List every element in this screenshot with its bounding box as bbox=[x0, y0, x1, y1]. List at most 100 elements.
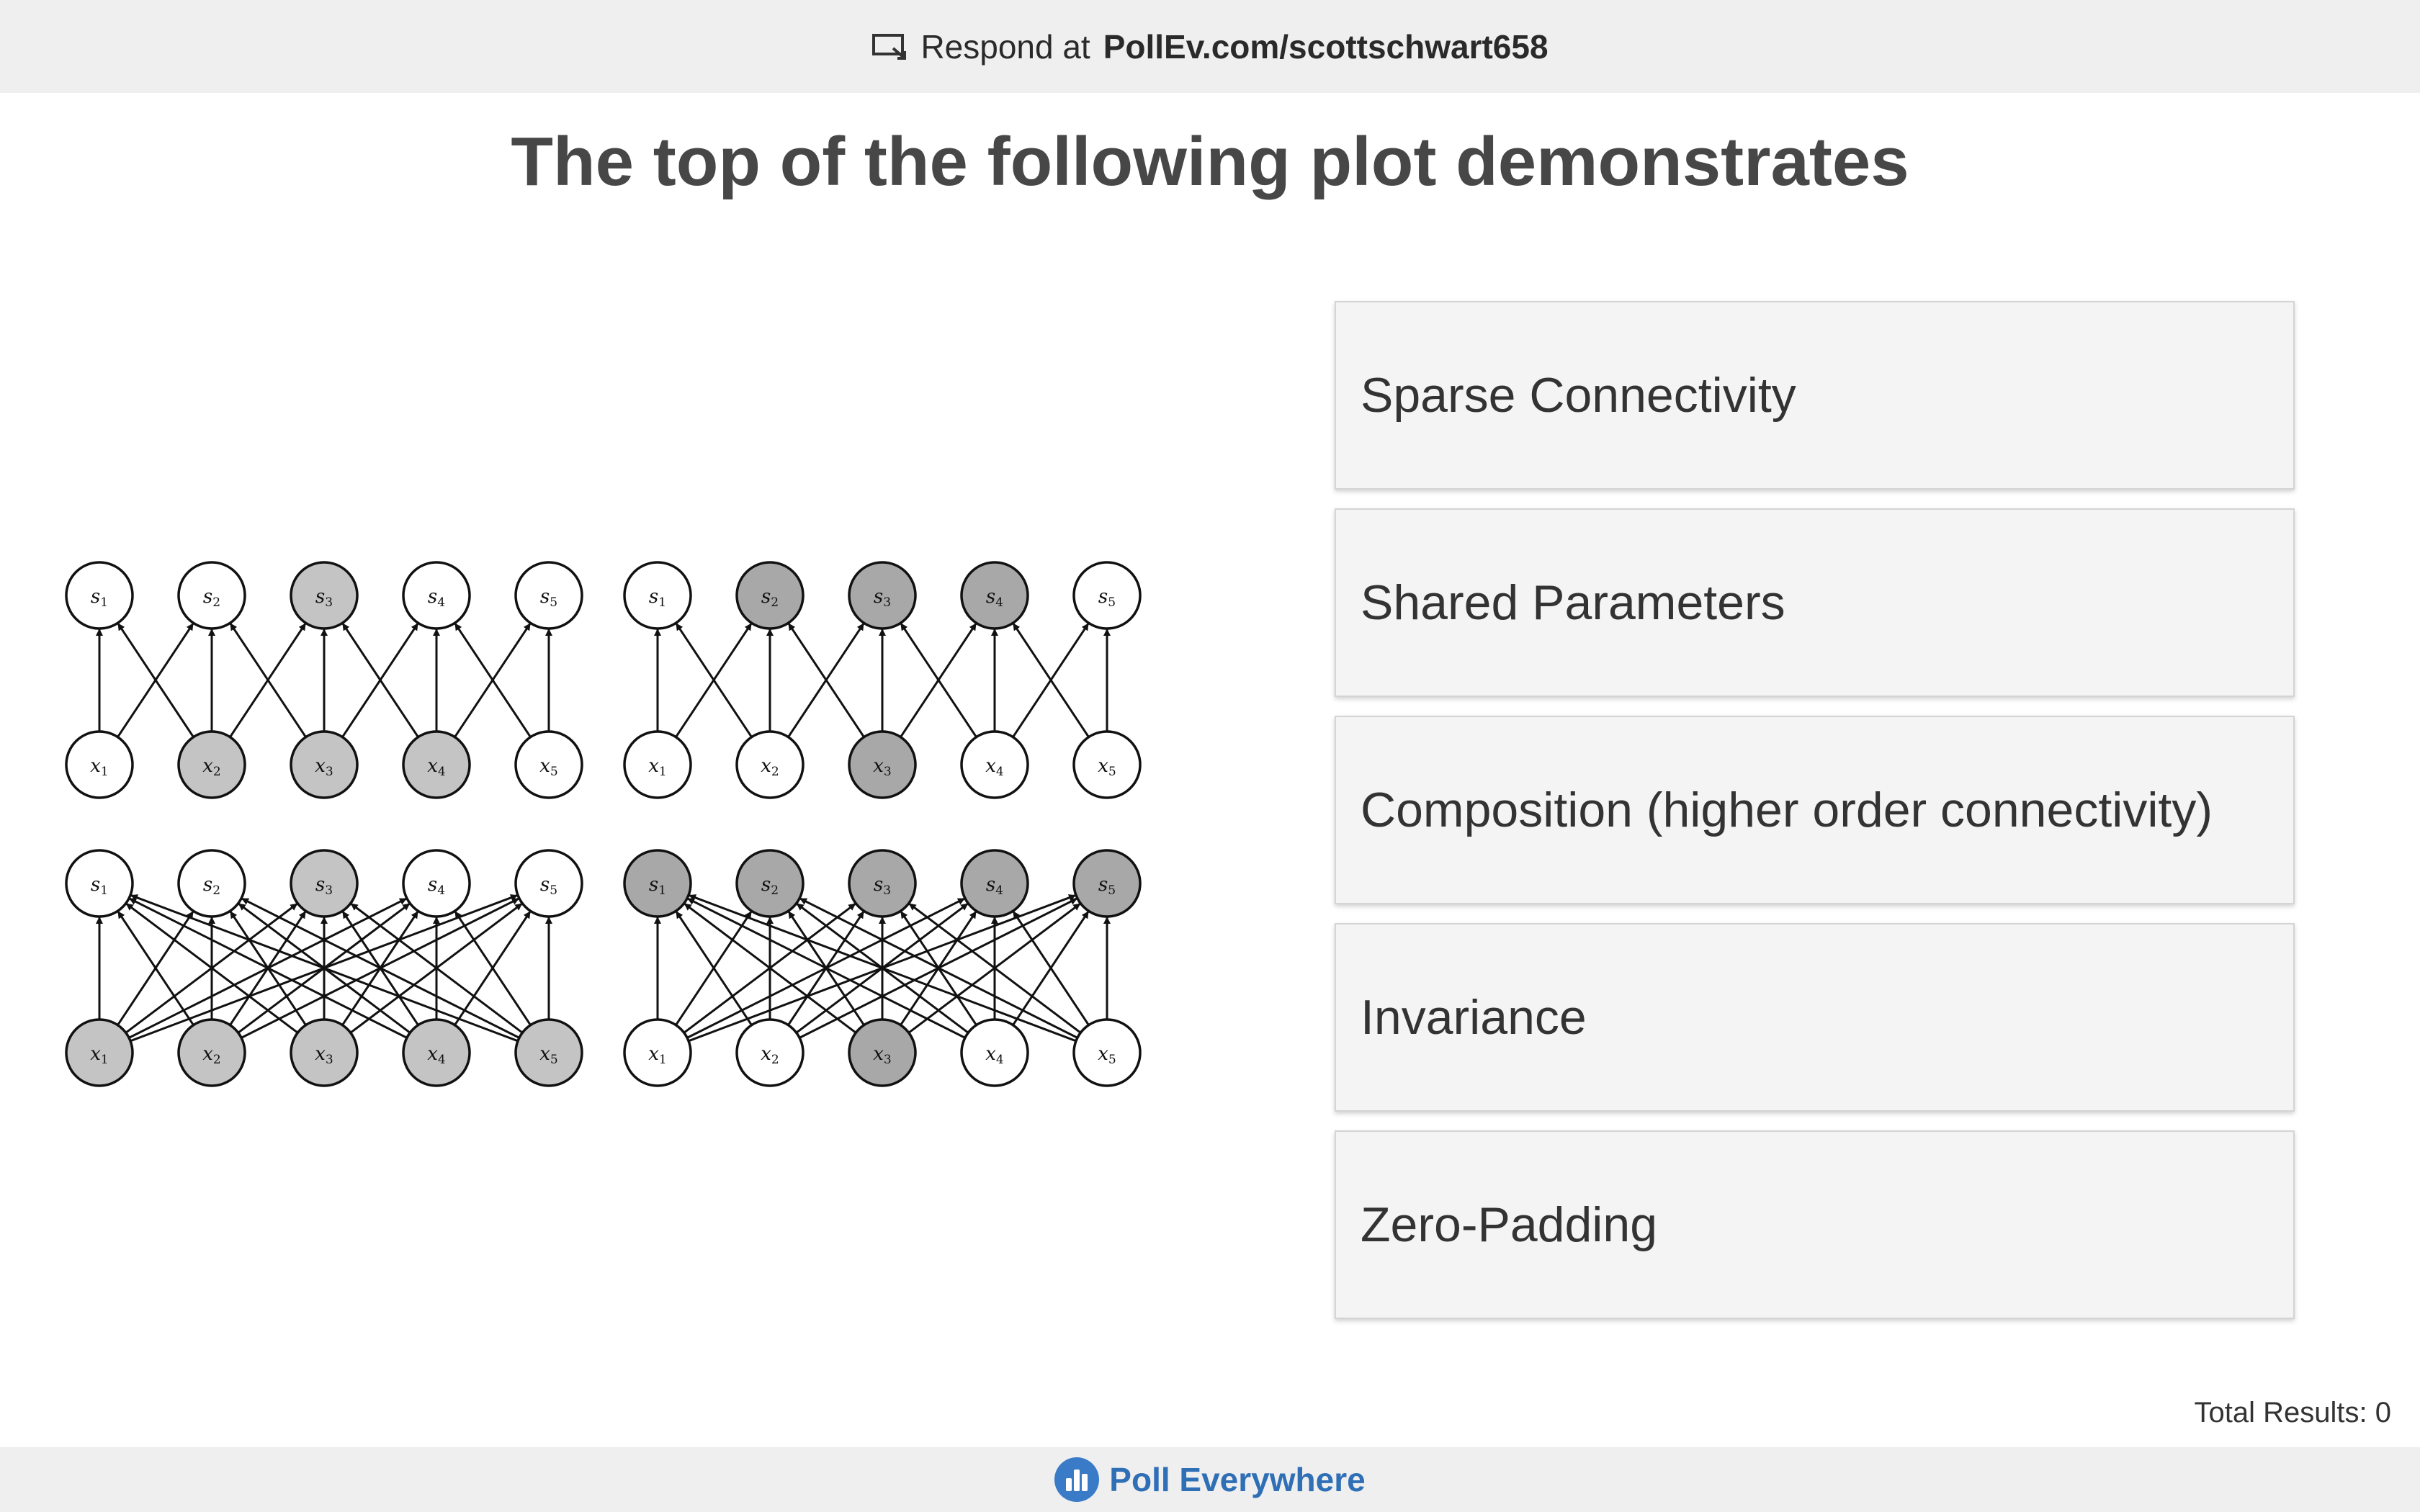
node-x4 bbox=[402, 1018, 471, 1087]
node-x2 bbox=[177, 1018, 246, 1087]
node-label-s1: s1 bbox=[91, 874, 108, 898]
edge-x4-to-s1 bbox=[129, 897, 408, 1039]
node-label-s2: s2 bbox=[203, 586, 220, 610]
node-s3 bbox=[290, 849, 359, 918]
node-label-x1: x1 bbox=[648, 1043, 667, 1067]
node-x3 bbox=[848, 1018, 917, 1087]
node-label-s1: s1 bbox=[649, 586, 666, 610]
edge-x2-to-s1 bbox=[117, 623, 194, 738]
node-label-x5: x5 bbox=[539, 1043, 558, 1067]
top-bar: Respond at PollEv.com/scottschwart658 bbox=[0, 0, 2420, 93]
node-label-x4: x4 bbox=[427, 755, 446, 779]
node-s1 bbox=[65, 849, 134, 918]
node-label-x3: x3 bbox=[315, 755, 333, 779]
node-s1 bbox=[65, 561, 134, 630]
edge-x5-to-s3 bbox=[350, 903, 524, 1034]
node-label-x4: x4 bbox=[985, 755, 1004, 779]
node-x4 bbox=[960, 730, 1029, 799]
node-s5 bbox=[1072, 849, 1142, 918]
node-x4 bbox=[402, 730, 471, 799]
edge-x4-to-s1 bbox=[687, 897, 966, 1039]
node-label-x4: x4 bbox=[427, 1043, 446, 1067]
node-label-x2: x2 bbox=[761, 755, 779, 779]
edge-x5-to-s2 bbox=[241, 897, 520, 1039]
node-s2 bbox=[177, 561, 246, 630]
node-x5 bbox=[514, 1018, 583, 1087]
edge-x5-to-s1 bbox=[689, 894, 1077, 1043]
edge-x3-to-s1 bbox=[684, 903, 857, 1034]
node-label-x1: x1 bbox=[90, 1043, 109, 1067]
node-label-x1: x1 bbox=[90, 755, 109, 779]
edge-x2-to-s1 bbox=[675, 623, 753, 738]
node-label-x5: x5 bbox=[1098, 755, 1116, 779]
option-composition[interactable]: Composition (higher order connectivity) bbox=[1335, 716, 2295, 904]
network-diagram: s1 s2 s3 s4 s5 x1 x2 x3 x4 x5 s1 s2 s3 s4 s5 x1 x2 x3 x4 x5… bbox=[65, 561, 1142, 1087]
node-label-s2: s2 bbox=[761, 586, 779, 610]
option-zero-padding[interactable]: Zero-Padding bbox=[1335, 1130, 2295, 1319]
node-label-x2: x2 bbox=[761, 1043, 779, 1067]
node-s4 bbox=[402, 849, 471, 918]
edge-x3-to-s2 bbox=[787, 623, 865, 738]
node-label-x3: x3 bbox=[315, 1043, 333, 1067]
respond-url[interactable]: PollEv.com/scottschwart658 bbox=[1103, 27, 1549, 66]
edge-x4-to-s3 bbox=[900, 623, 977, 738]
node-label-s5: s5 bbox=[1098, 874, 1116, 898]
node-label-s5: s5 bbox=[540, 586, 557, 610]
node-x2 bbox=[735, 730, 805, 799]
node-label-x2: x2 bbox=[202, 755, 221, 779]
node-s2 bbox=[177, 849, 246, 918]
node-label-s1: s1 bbox=[649, 874, 666, 898]
node-x1 bbox=[623, 730, 692, 799]
node-s2 bbox=[735, 561, 805, 630]
node-label-s4: s4 bbox=[428, 874, 445, 898]
brand[interactable]: Poll Everywhere bbox=[1054, 1457, 1366, 1502]
node-label-x5: x5 bbox=[1098, 1043, 1116, 1067]
node-x5 bbox=[514, 730, 583, 799]
node-s3 bbox=[290, 561, 359, 630]
node-x4 bbox=[960, 1018, 1029, 1087]
node-label-s3: s3 bbox=[874, 874, 891, 898]
node-s3 bbox=[848, 849, 917, 918]
node-label-s2: s2 bbox=[203, 874, 220, 898]
node-s4 bbox=[402, 561, 471, 630]
network-figure: s1 s2 s3 s4 s5 x1 x2 x3 x4 x5 s1 s2 s3 s4 s5 x1 x2 x3 x4 x5… bbox=[58, 551, 1152, 1098]
option-invariance[interactable]: Invariance bbox=[1335, 923, 2295, 1112]
edge-x3-to-s2 bbox=[229, 623, 307, 738]
node-label-x1: x1 bbox=[648, 755, 667, 779]
node-label-s4: s4 bbox=[428, 586, 445, 610]
edge-x2-to-s1 bbox=[675, 911, 753, 1026]
node-x5 bbox=[1072, 730, 1142, 799]
node-x3 bbox=[290, 730, 359, 799]
respond-instructions: Respond at PollEv.com/scottschwart658 bbox=[871, 27, 1549, 66]
question-title: The top of the following plot demonstrat… bbox=[511, 123, 1909, 200]
node-label-s5: s5 bbox=[1098, 586, 1116, 610]
edge-x4-to-s3 bbox=[341, 623, 419, 738]
node-x2 bbox=[177, 730, 246, 799]
node-label-s4: s4 bbox=[986, 874, 1003, 898]
node-s3 bbox=[848, 561, 917, 630]
edge-x3-to-s1 bbox=[125, 903, 299, 1034]
node-label-x5: x5 bbox=[539, 755, 558, 779]
node-x3 bbox=[290, 1018, 359, 1087]
node-x1 bbox=[65, 730, 134, 799]
option-sparse-connectivity[interactable]: Sparse Connectivity bbox=[1335, 301, 2295, 490]
node-label-s1: s1 bbox=[91, 586, 108, 610]
edge-x5-to-s2 bbox=[799, 897, 1078, 1039]
node-label-x4: x4 bbox=[985, 1043, 1004, 1067]
footer-bar: Poll Everywhere bbox=[0, 1447, 2420, 1512]
option-shared-parameters[interactable]: Shared Parameters bbox=[1335, 508, 2295, 697]
node-s1 bbox=[623, 561, 692, 630]
node-label-s5: s5 bbox=[540, 874, 557, 898]
node-label-x3: x3 bbox=[873, 755, 892, 779]
node-s4 bbox=[960, 561, 1029, 630]
node-label-s3: s3 bbox=[315, 874, 333, 898]
edge-x5-to-s4 bbox=[454, 623, 532, 738]
node-x1 bbox=[65, 1018, 134, 1087]
node-s5 bbox=[1072, 561, 1142, 630]
node-x3 bbox=[848, 730, 917, 799]
edge-x5-to-s4 bbox=[1012, 911, 1090, 1026]
edge-x2-to-s1 bbox=[117, 911, 194, 1026]
